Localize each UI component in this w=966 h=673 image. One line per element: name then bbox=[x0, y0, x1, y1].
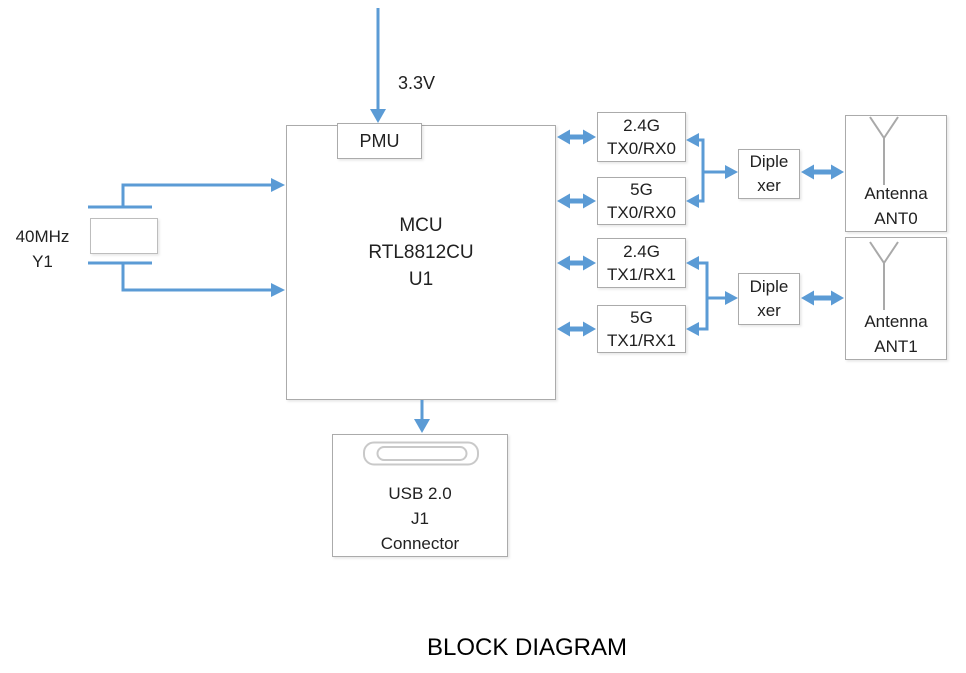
rf-chain-label: TX0/RX0 bbox=[607, 139, 676, 158]
diplexer-block-0: Diple xer bbox=[738, 149, 800, 199]
diplexer-block-1: Diple xer bbox=[738, 273, 800, 325]
double-arrow-icon bbox=[557, 193, 596, 209]
rf-block-24g-tx0rx0: 2.4G TX0/RX0 bbox=[597, 112, 686, 162]
antenna-ref-label: ANT0 bbox=[874, 209, 918, 228]
diplexer-label-bottom: xer bbox=[757, 176, 781, 195]
double-arrow-icon bbox=[557, 255, 596, 271]
pmu-block: PMU bbox=[337, 123, 422, 159]
diplexer-label-top: Diple bbox=[749, 277, 789, 296]
antenna-block-ant0: Antenna ANT0 bbox=[845, 115, 947, 232]
double-arrow-icon bbox=[557, 129, 596, 145]
power-rail-label: 3.3V bbox=[398, 73, 436, 93]
rf-block-5g-tx0rx0: 5G TX0/RX0 bbox=[597, 177, 686, 225]
rf-band-label: 5G bbox=[630, 308, 653, 327]
mcu-type-label: MCU bbox=[399, 215, 443, 236]
rf-block-24g-tx1rx1: 2.4G TX1/RX1 bbox=[597, 238, 686, 288]
usb-standard-label: USB 2.0 bbox=[388, 484, 452, 503]
crystal-ref-label: Y1 bbox=[32, 252, 53, 271]
rf-block-5g-tx1rx1: 5G TX1/RX1 bbox=[597, 305, 686, 353]
diplexer-label-top: Diple bbox=[749, 152, 789, 171]
usb-ref-label: J1 bbox=[411, 509, 429, 528]
antenna-label: Antenna bbox=[864, 312, 928, 331]
pmu-label: PMU bbox=[359, 130, 400, 151]
mcu-ref-label: U1 bbox=[408, 269, 434, 290]
double-arrow-icon bbox=[557, 321, 596, 337]
double-arrow-icon bbox=[801, 290, 844, 306]
double-arrow-icon bbox=[801, 164, 844, 180]
antenna-ref-label: ANT1 bbox=[874, 337, 918, 356]
mcu-rf-double-arrows bbox=[557, 129, 596, 337]
crystal-label: 40MHz Y1 bbox=[0, 224, 85, 274]
diplexer-label-bottom: xer bbox=[757, 301, 781, 320]
diagram-title: BLOCK DIAGRAM bbox=[426, 634, 628, 661]
rf-band-label: 2.4G bbox=[623, 116, 660, 135]
power-arrow bbox=[370, 8, 386, 123]
mcu-part-label: RTL8812CU bbox=[368, 242, 474, 263]
usb-kind-label: Connector bbox=[380, 534, 460, 553]
mcu-block: MCU RTL8812CU U1 bbox=[286, 125, 556, 400]
usb-arrow bbox=[414, 400, 430, 433]
antenna-label: Antenna bbox=[864, 184, 928, 203]
crystal-frequency-label: 40MHz bbox=[15, 227, 70, 246]
rf-diplexer-bracket-1 bbox=[686, 256, 738, 336]
rf-chain-label: TX1/RX1 bbox=[607, 265, 676, 284]
antenna-block-ant1: Antenna ANT1 bbox=[845, 237, 947, 360]
crystal-block bbox=[90, 218, 158, 254]
rf-diplexer-bracket-0 bbox=[686, 133, 738, 208]
mcu-label-group: MCU RTL8812CU U1 bbox=[287, 212, 555, 293]
diplexer-antenna-double-arrows bbox=[801, 164, 844, 306]
rf-chain-label: TX1/RX1 bbox=[607, 331, 676, 350]
usb-connector-block: USB 2.0 J1 Connector bbox=[332, 434, 508, 557]
rf-band-label: 2.4G bbox=[623, 242, 660, 261]
rf-band-label: 5G bbox=[630, 180, 653, 199]
rf-chain-label: TX0/RX0 bbox=[607, 203, 676, 222]
